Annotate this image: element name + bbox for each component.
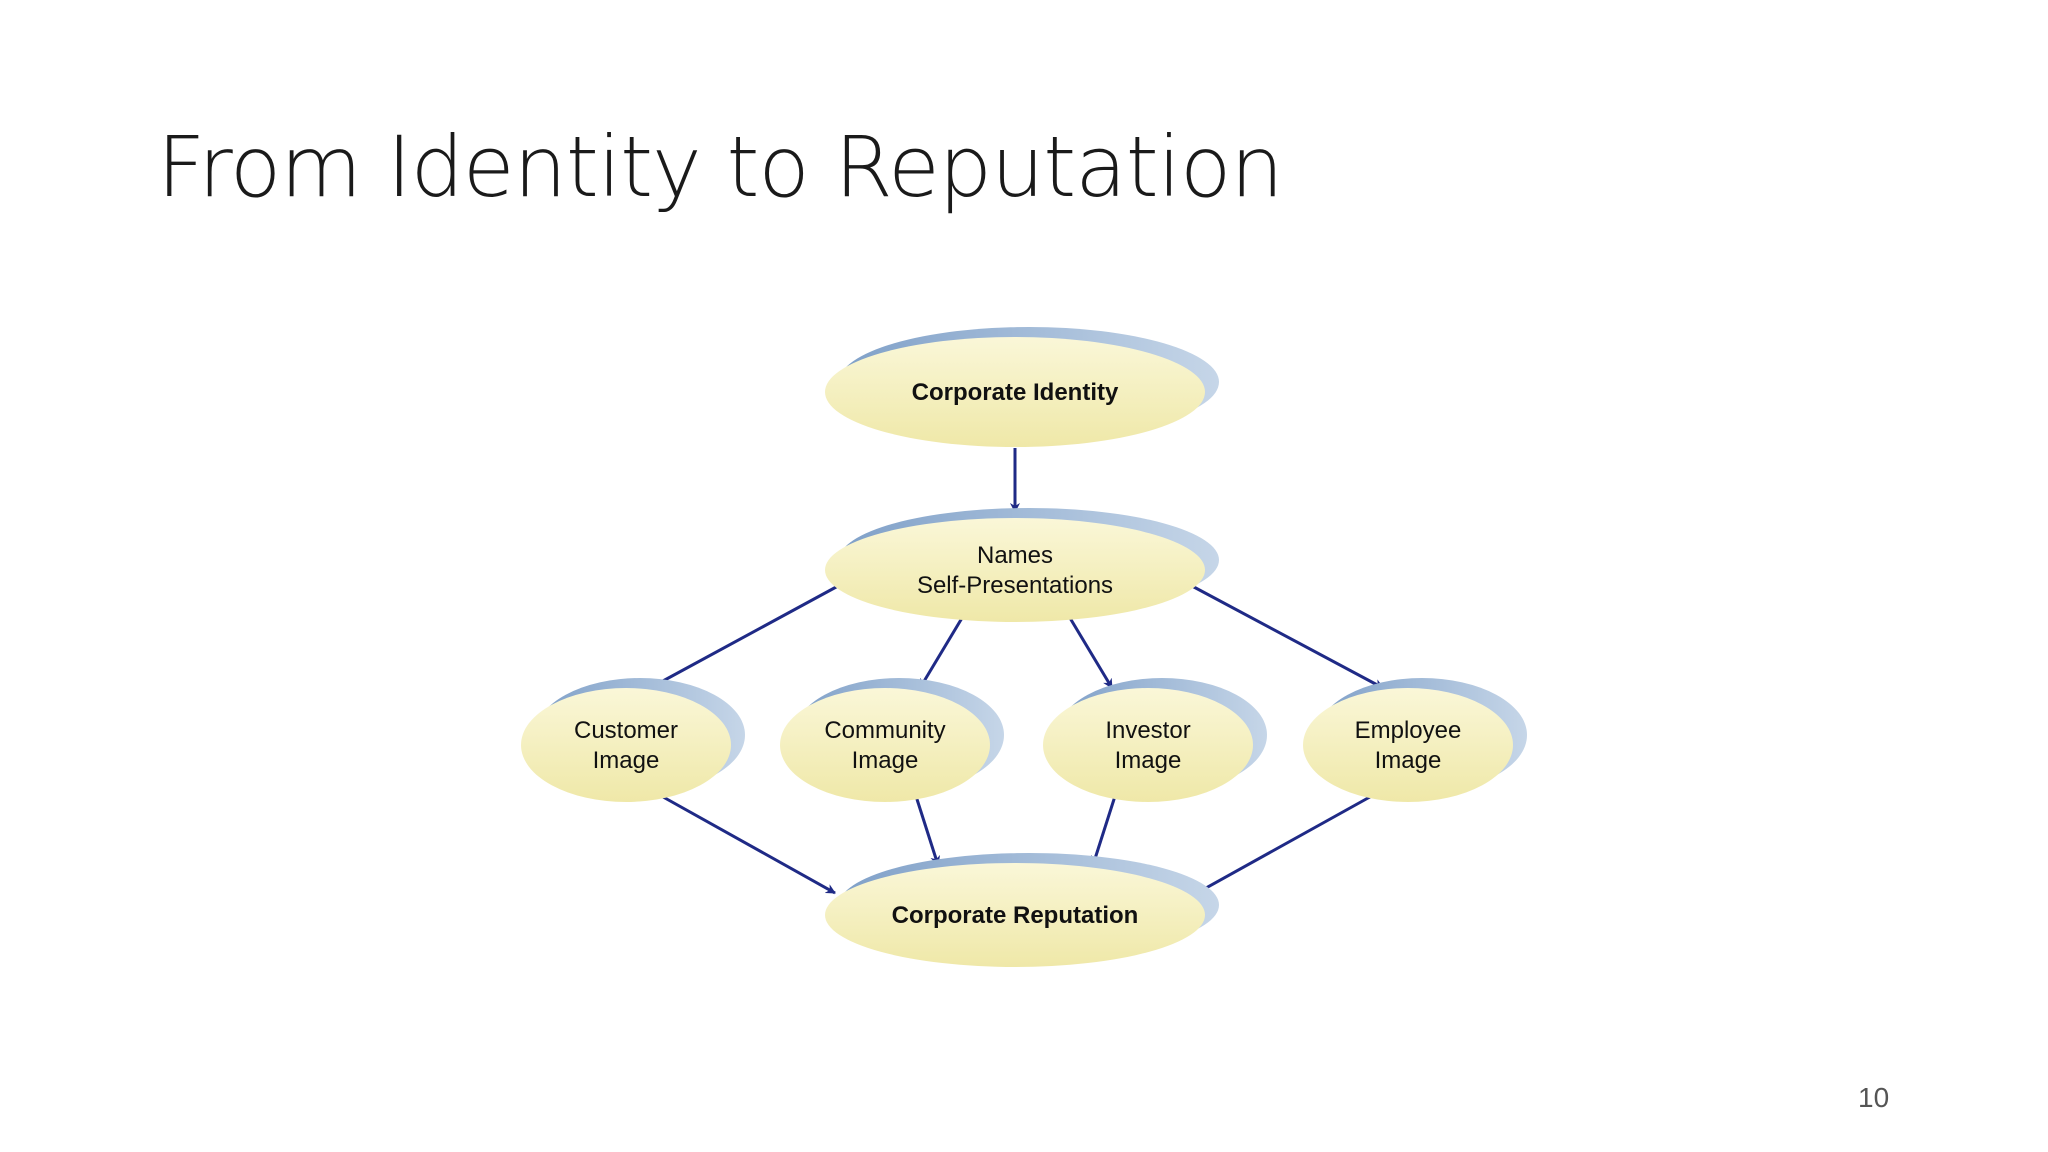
arrow-names-to-investor (1068, 617, 1114, 689)
node-ellipse (825, 518, 1205, 622)
page-number: 10 (1858, 1082, 1890, 1113)
arrow-investor-to-reputation (1090, 792, 1118, 866)
arrow-names-to-employee (1191, 584, 1384, 690)
node-label: Community (824, 717, 945, 744)
arrow-customer-to-reputation (655, 791, 836, 895)
arrows-layer (649, 448, 1384, 895)
node-label: Image (593, 747, 660, 774)
node-ellipse (780, 688, 990, 802)
node-ellipse (1043, 688, 1253, 802)
arrow-employee-to-reputation (1196, 791, 1378, 895)
node-label: Image (1115, 747, 1182, 774)
node-label: Employee (1355, 717, 1462, 744)
arrow-community-to-reputation (913, 792, 941, 866)
node-reputation: Corporate Reputation (825, 853, 1219, 967)
node-label: Corporate Reputation (892, 902, 1139, 929)
node-ellipse (1303, 688, 1513, 802)
arrow-names-to-community (918, 617, 964, 689)
node-label: Image (1375, 747, 1442, 774)
node-identity: Corporate Identity (825, 327, 1219, 447)
node-label: Self-Presentations (917, 572, 1113, 599)
node-label: Customer (574, 717, 678, 744)
node-label: Names (977, 542, 1053, 569)
arrow-names-to-customer (649, 584, 839, 690)
slide-title: From Identity to Reputation (157, 118, 1284, 216)
node-label: Corporate Identity (912, 379, 1119, 406)
node-ellipse (521, 688, 731, 802)
node-ellipse (825, 863, 1205, 967)
node-label: Image (852, 747, 919, 774)
nodes-layer: Corporate IdentityNamesSelf-Presentation… (521, 327, 1527, 967)
node-label: Investor (1105, 717, 1190, 744)
node-ellipse (825, 337, 1205, 447)
